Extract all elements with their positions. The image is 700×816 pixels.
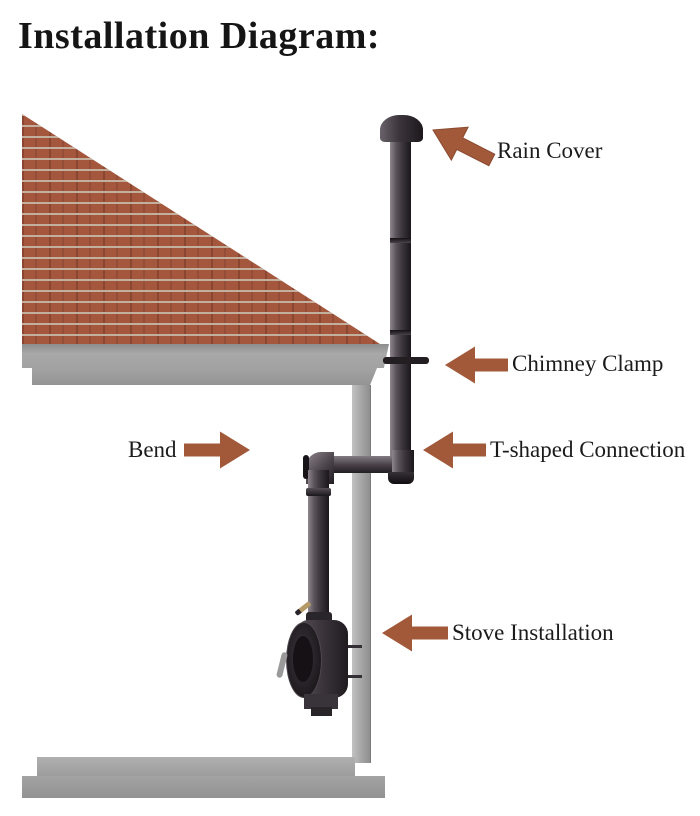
stove-foot [311, 707, 332, 716]
stove-door-window [293, 636, 313, 682]
page-title: Installation Diagram: [18, 15, 380, 57]
brick-gable-roof [22, 114, 380, 344]
stove-mount-rod [340, 645, 362, 648]
pipe-seam [390, 330, 411, 335]
t-connection-bottom-cap [388, 472, 414, 484]
stove-flue-pipe [308, 470, 329, 622]
rain-cover-label: Rain Cover [497, 138, 603, 163]
stove-bracket [304, 694, 338, 709]
eave-fascia-lower [32, 368, 377, 385]
t-connection-junction [392, 450, 414, 476]
chimney-clamp-arrow-icon [445, 346, 508, 384]
eave-fascia-upper [22, 344, 389, 368]
bend-label: Bend [128, 437, 177, 462]
chimney-clamp-label: Chimney Clamp [512, 351, 664, 376]
house-wall [352, 385, 371, 763]
floor-step [37, 757, 355, 776]
rain-cover-arrow-icon [432, 126, 496, 167]
t-connection-branch-pipe [318, 456, 412, 473]
t-connection-arrow-icon [423, 431, 486, 469]
bend-arrow-icon [184, 431, 250, 469]
rain-cover-cap [380, 115, 423, 142]
stove-installation-arrow-icon [382, 614, 448, 652]
stove-mount-rod [340, 675, 362, 678]
pipe-seam [390, 238, 411, 243]
chimney-clamp-bar [383, 357, 429, 364]
chimney-pipe [390, 140, 411, 476]
stove-flue-collar [306, 488, 331, 496]
floor-base [22, 776, 385, 798]
bend-elbow-collar [303, 455, 309, 479]
stove-installation-label: Stove Installation [452, 620, 614, 645]
t-connection-label: T-shaped Connection [490, 437, 686, 462]
